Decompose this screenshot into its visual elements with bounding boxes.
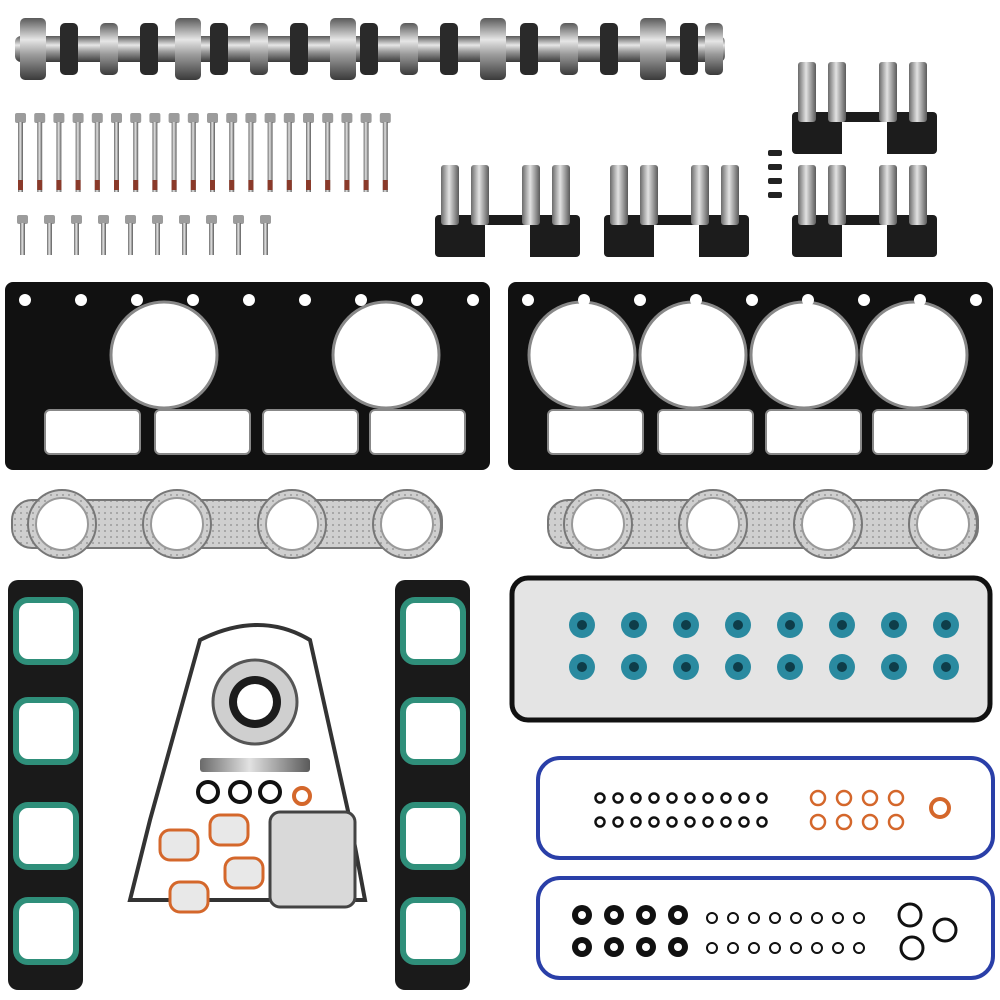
exhaust-manifold-gaskets-icon <box>11 489 979 559</box>
lifter-guide-trays-icon <box>435 62 937 257</box>
cylinder-head-gaskets-icon <box>5 282 993 470</box>
valve-cover-gaskets-with-o-rings-icon <box>536 756 995 980</box>
valve-cover-gasket-with-valve-seals-icon <box>509 575 993 723</box>
camshaft-icon <box>15 18 725 80</box>
timing-cover-gasket-set-icon <box>127 623 368 914</box>
intake-manifold-gaskets-icon <box>8 580 470 990</box>
head-bolts-icon <box>15 113 391 255</box>
